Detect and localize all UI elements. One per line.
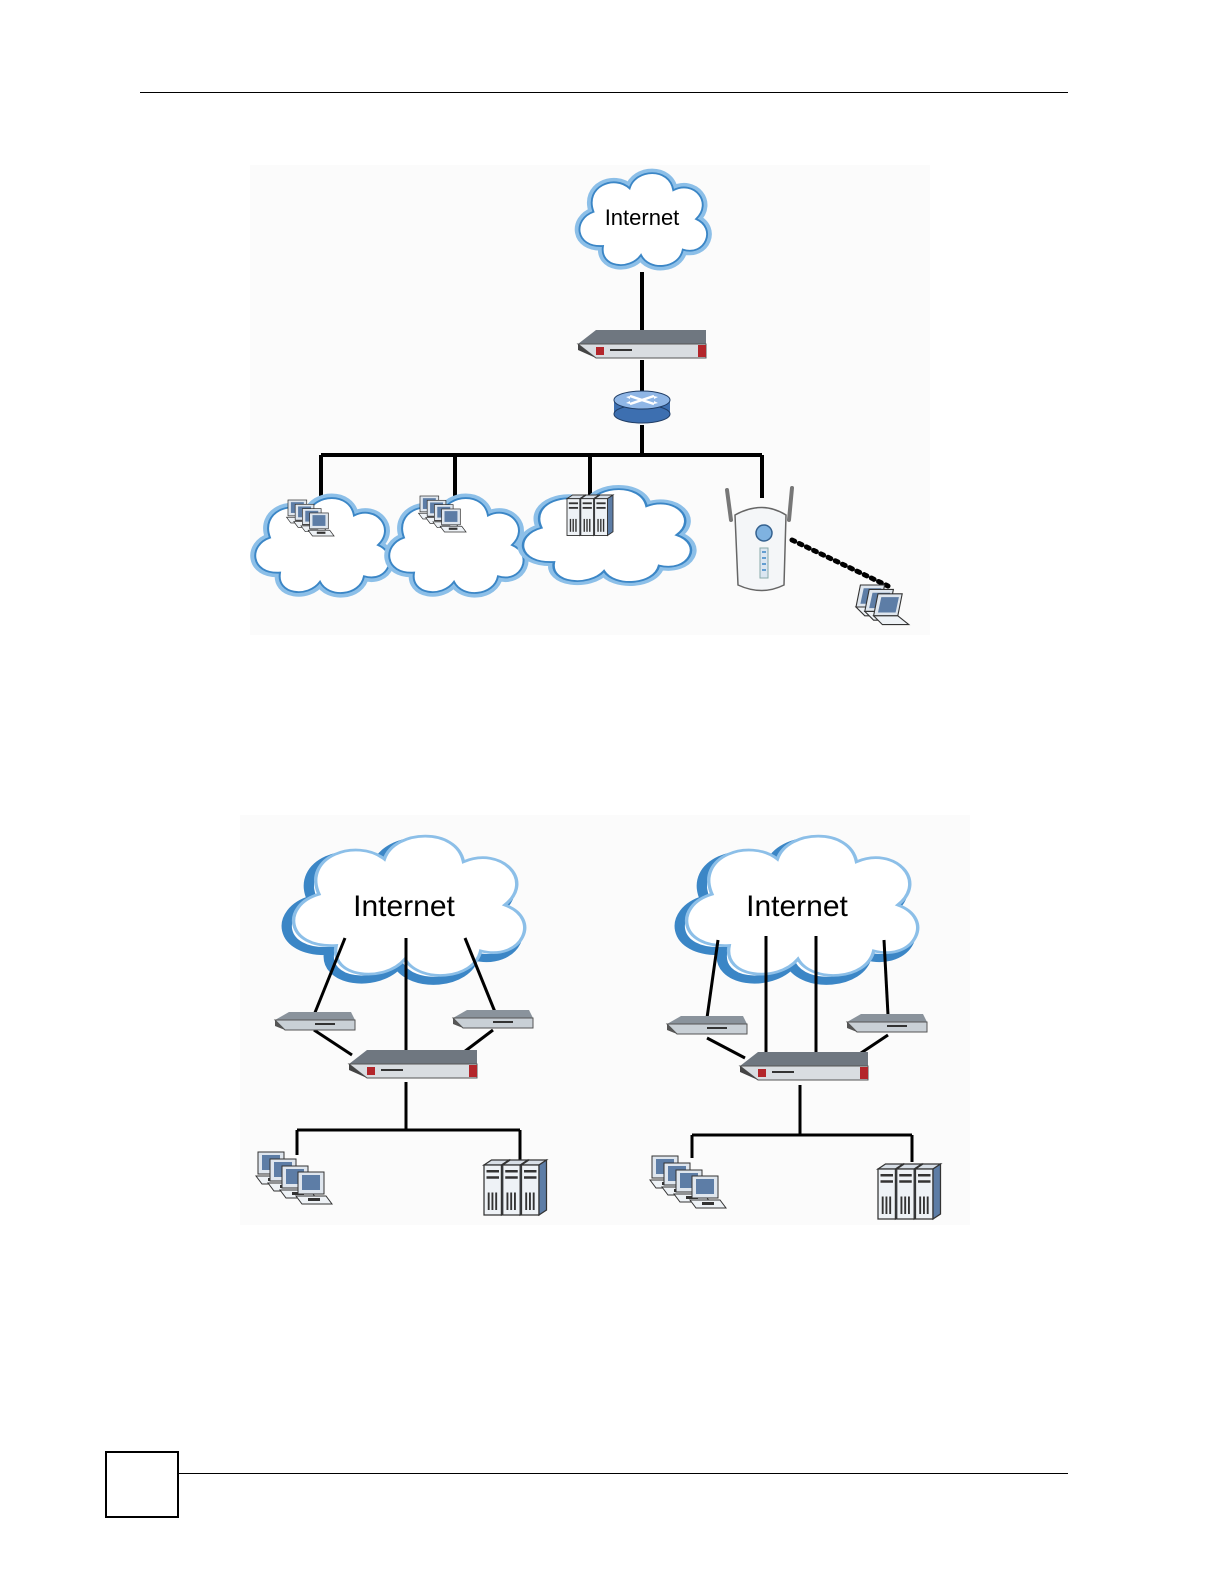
firewall-device <box>578 330 706 358</box>
server-group-bottom-left <box>484 1160 547 1215</box>
server-group-top <box>567 495 613 535</box>
workstation-group-bottom-left <box>256 1152 332 1204</box>
workstation-cloud-1 <box>255 498 389 593</box>
router-icon <box>614 391 670 423</box>
modem-left-a <box>275 1012 355 1030</box>
top-wiring <box>321 272 762 505</box>
server-group-bottom-right <box>878 1164 941 1219</box>
internet-label-bottom-left: Internet <box>353 890 455 923</box>
modem-left-b <box>453 1010 533 1028</box>
laptop-group <box>856 585 909 625</box>
modem-right-a <box>667 1016 747 1034</box>
internet-label-bottom-right: Internet <box>746 890 848 923</box>
firewall-bottom-left <box>349 1050 477 1078</box>
access-point-icon <box>727 488 792 591</box>
modem-right-b <box>847 1014 927 1032</box>
figure-bottom-left: Internet <box>256 836 547 1215</box>
figure-top: Internet <box>255 173 909 625</box>
internet-label: Internet <box>605 205 680 230</box>
firewall-bottom-right <box>740 1052 868 1080</box>
wireless-link <box>792 540 888 586</box>
workstation-group-bottom-right <box>650 1156 726 1208</box>
figure-bottom-right: Internet <box>650 836 941 1219</box>
